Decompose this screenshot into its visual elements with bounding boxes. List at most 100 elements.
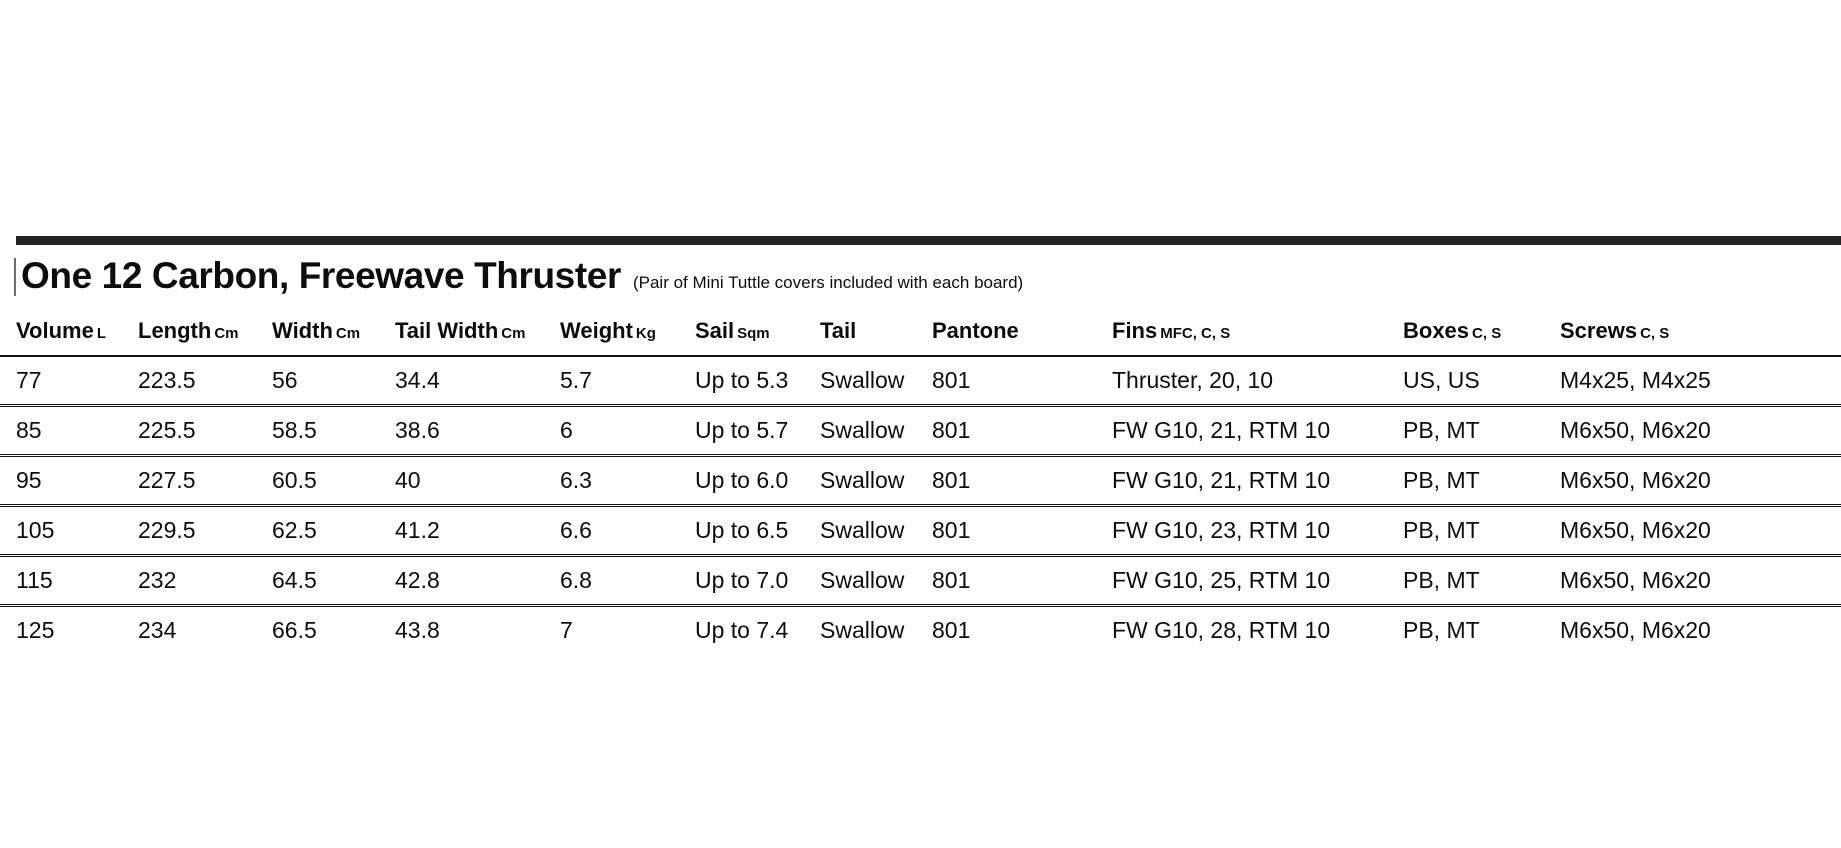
cell-volume: 77	[16, 367, 42, 393]
cell-tail-width: 38.6	[395, 417, 440, 443]
cell-boxes: PB, MT	[1403, 567, 1480, 593]
header-rule	[16, 236, 1841, 245]
cell-width: 58.5	[272, 417, 317, 443]
cell-length: 225.5	[138, 417, 196, 443]
cell-boxes: PB, MT	[1403, 617, 1480, 643]
column-header-fins-unit: MFC, C, S	[1160, 325, 1231, 342]
cell-weight: 7	[560, 617, 573, 643]
column-header-pantone-label: Pantone	[932, 318, 1019, 343]
cell-weight: 5.7	[560, 367, 592, 393]
cell-length: 227.5	[138, 467, 196, 493]
column-header-width-label: Width	[272, 318, 333, 343]
cell-width: 60.5	[272, 467, 317, 493]
cell-sail: Up to 6.0	[695, 467, 789, 493]
cell-boxes: US, US	[1403, 367, 1480, 393]
table-row: 77 223.5 56 34.4 5.7 Up to 5.3 Swallow 8…	[0, 356, 1841, 406]
cell-boxes: PB, MT	[1403, 517, 1480, 543]
cell-pantone: 801	[932, 617, 971, 643]
cell-volume: 125	[16, 617, 55, 643]
cell-sail: Up to 6.5	[695, 517, 789, 543]
column-header-screws-label: Screws	[1560, 318, 1638, 343]
column-header-length-label: Length	[138, 318, 212, 343]
cell-fins: FW G10, 23, RTM 10	[1112, 517, 1331, 543]
cell-pantone: 801	[932, 567, 971, 593]
column-header-fins-label: Fins	[1112, 318, 1158, 343]
title-block: One 12 Carbon, Freewave Thruster (Pair o…	[0, 254, 1841, 300]
column-header-tail-width-label: Tail Width	[395, 318, 499, 343]
cell-pantone: 801	[932, 367, 971, 393]
cell-length: 229.5	[138, 517, 196, 543]
cell-tail: Swallow	[820, 617, 905, 643]
cell-tail-width: 41.2	[395, 517, 440, 543]
cell-fins: FW G10, 21, RTM 10	[1112, 417, 1331, 443]
column-header-width-unit: Cm	[335, 325, 361, 342]
cell-sail: Up to 5.3	[695, 367, 789, 393]
cell-volume: 105	[16, 517, 55, 543]
cell-screws: M6x50, M6x20	[1560, 467, 1711, 493]
cell-screws: M6x50, M6x20	[1560, 517, 1711, 543]
cell-fins: FW G10, 21, RTM 10	[1112, 467, 1331, 493]
cell-sail: Up to 7.4	[695, 617, 789, 643]
cell-tail: Swallow	[820, 467, 905, 493]
cell-fins: FW G10, 28, RTM 10	[1112, 617, 1331, 643]
table-row: 105 229.5 62.5 41.2 6.6 Up to 6.5 Swallo…	[0, 505, 1841, 556]
cell-sail: Up to 5.7	[695, 417, 789, 443]
cell-tail: Swallow	[820, 517, 905, 543]
cell-volume: 95	[16, 467, 42, 493]
column-header-boxes-label: Boxes	[1403, 318, 1470, 343]
cell-pantone: 801	[932, 417, 971, 443]
column-header-volume-unit: L	[96, 325, 106, 342]
cell-length: 232	[138, 567, 177, 593]
cell-weight: 6	[560, 417, 573, 443]
cell-screws: M6x50, M6x20	[1560, 617, 1711, 643]
cell-tail: Swallow	[820, 367, 905, 393]
table-row: 95 227.5 60.5 40 6.3 Up to 6.0 Swallow 8…	[0, 455, 1841, 506]
cell-weight: 6.6	[560, 517, 592, 543]
cell-width: 66.5	[272, 617, 317, 643]
column-header-tail: Tail	[804, 318, 916, 356]
table-row: 85 225.5 58.5 38.6 6 Up to 5.7 Swallow 8…	[0, 405, 1841, 456]
cell-pantone: 801	[932, 517, 971, 543]
cell-boxes: PB, MT	[1403, 417, 1480, 443]
table-row: 115 232 64.5 42.8 6.8 Up to 7.0 Swallow …	[0, 555, 1841, 606]
column-header-length-unit: Cm	[214, 325, 239, 342]
cell-fins: FW G10, 25, RTM 10	[1112, 567, 1331, 593]
cell-screws: M6x50, M6x20	[1560, 417, 1711, 443]
cell-tail-width: 34.4	[395, 367, 440, 393]
column-header-volume-label: Volume	[16, 318, 94, 343]
cell-width: 56	[272, 367, 298, 393]
cell-screws: M6x50, M6x20	[1560, 567, 1711, 593]
column-header-sail-unit: Sqm	[737, 325, 770, 342]
cell-weight: 6.8	[560, 567, 592, 593]
column-header-tail-width-unit: Cm	[501, 325, 526, 342]
page-title: One 12 Carbon, Freewave Thruster	[21, 255, 621, 296]
cell-sail: Up to 7.0	[695, 567, 789, 593]
column-header-sail-label: Sail	[695, 318, 735, 343]
column-header-weight-label: Weight	[560, 318, 633, 343]
cell-weight: 6.3	[560, 467, 592, 493]
page-subtitle: (Pair of Mini Tuttle covers included wit…	[632, 273, 1024, 292]
cell-length: 223.5	[138, 367, 196, 393]
cell-volume: 115	[16, 567, 53, 593]
cell-tail: Swallow	[820, 567, 905, 593]
cell-fins: Thruster, 20, 10	[1112, 367, 1274, 393]
table-row: 125 234 66.5 43.8 7 Up to 7.4 Swallow 80…	[0, 605, 1841, 655]
cell-tail-width: 40	[395, 467, 421, 493]
cell-width: 62.5	[272, 517, 317, 543]
cell-width: 64.5	[272, 567, 317, 593]
cell-tail-width: 42.8	[395, 567, 440, 593]
cell-boxes: PB, MT	[1403, 467, 1480, 493]
cell-pantone: 801	[932, 467, 971, 493]
column-header-screws-unit: C, S	[1640, 325, 1670, 342]
